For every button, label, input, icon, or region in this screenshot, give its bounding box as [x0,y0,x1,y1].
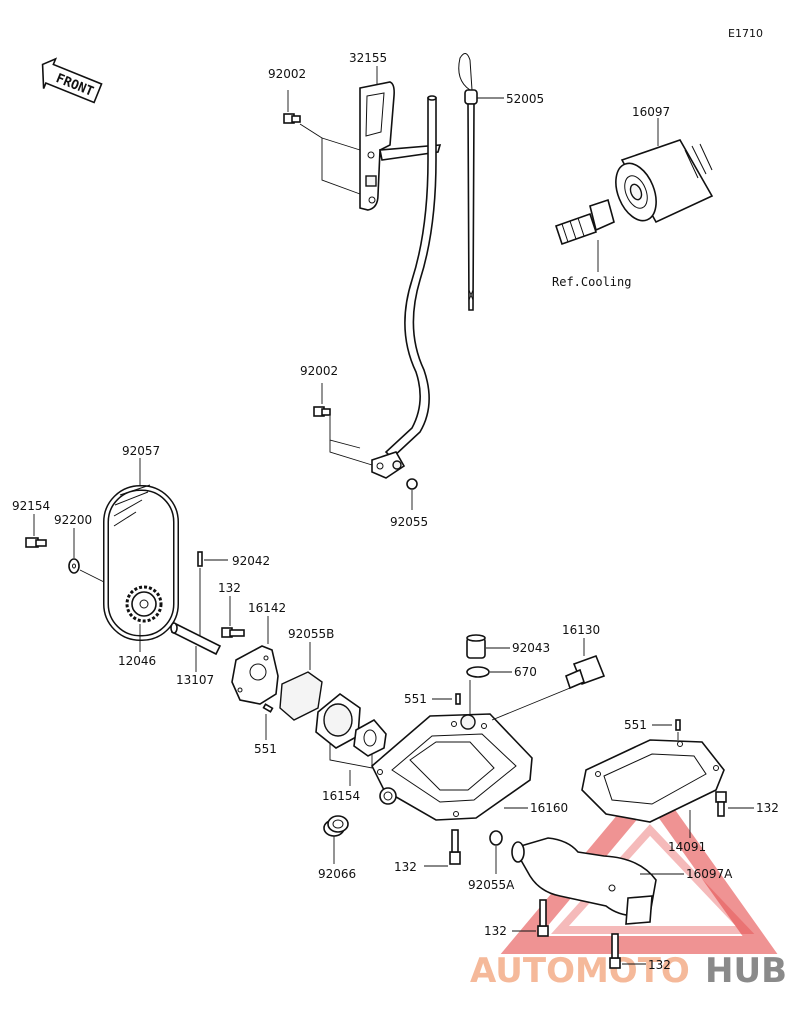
bolt-132-b [424,829,461,867]
label-92042: 92042 [232,554,270,568]
gasket-92055b [279,642,323,721]
label-92043: 92043 [512,641,550,655]
dipstick-tube [371,95,437,479]
label-16130: 16130 [562,623,600,637]
label-92200: 92200 [54,513,92,527]
diagram-code: E1710 [728,27,763,40]
bracket-32155 [359,66,442,211]
pin-551-a [262,703,274,740]
bolt-132-a [221,596,245,638]
reference-note: Ref.Cooling [552,275,631,289]
label-132-d: 132 [484,924,507,938]
label-16160: 16160 [530,801,568,815]
plug-92066 [323,815,349,864]
label-14091: 14091 [668,840,706,854]
label-92055a: 92055A [468,878,515,892]
bolt-132-d [512,899,549,937]
bolt-92002-top [283,90,361,195]
label-92002-top: 92002 [268,67,306,81]
front-arrow-icon: FRONT [41,57,103,104]
label-92154: 92154 [12,499,50,513]
dipstick-52005 [458,53,504,311]
fitting-16130 [491,638,606,721]
bolt-92002-mid [313,383,373,466]
label-551-b: 551 [404,692,427,706]
label-92055: 92055 [390,515,428,529]
pipe-16097a [511,837,684,925]
label-551-a: 551 [254,742,277,756]
label-92066: 92066 [318,867,356,881]
label-16142: 16142 [248,601,286,615]
washer-92200 [68,528,105,583]
label-132-a: 132 [218,581,241,595]
pin-551-c [652,719,681,740]
label-551-c: 551 [624,718,647,732]
label-52005: 52005 [506,92,544,106]
housing-16160 [371,713,533,821]
label-132-b: 132 [394,860,417,874]
label-132-e: 132 [648,958,671,972]
shaft-13107 [170,622,222,672]
chain-92057 [103,458,179,641]
sprocket-12046 [125,585,163,652]
bolt-132-e [609,933,646,969]
label-670: 670 [514,665,537,679]
pin-551-b [432,693,461,705]
bolt-132-c [715,791,754,817]
cooling-fitting [554,198,615,272]
watermark-text-a: AUTOMOTO [470,951,690,991]
label-92057: 92057 [122,444,160,458]
label-12046: 12046 [118,654,156,668]
oil-filter-16097 [615,118,714,224]
label-92055b: 92055B [288,627,334,641]
label-32155: 32155 [349,51,387,65]
rotor-16154 [315,692,387,786]
pump-body-16142 [231,616,279,705]
label-132-c: 132 [756,801,779,815]
cover-14091 [581,739,725,838]
o-ring-92055a [489,830,503,874]
label-16097a: 16097A [686,867,733,881]
label-13107: 13107 [176,673,214,687]
label-16154: 16154 [322,789,360,803]
o-ring-670 [466,666,512,716]
pin-92042 [197,551,228,636]
o-ring-92055 [406,478,418,510]
cap-92043 [466,634,510,659]
label-16097: 16097 [632,105,670,119]
bolt-92154 [25,514,47,548]
watermark-text-b: HUB [705,951,787,991]
label-92002-mid: 92002 [300,364,338,378]
